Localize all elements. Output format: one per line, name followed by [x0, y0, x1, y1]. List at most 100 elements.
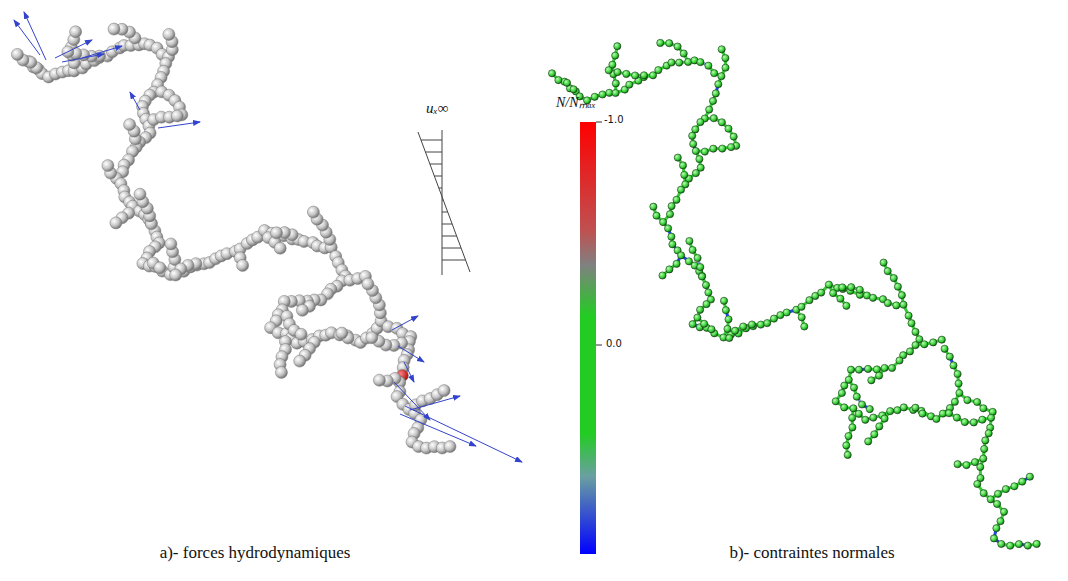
sphere: [985, 430, 992, 437]
sphere: [974, 398, 981, 405]
sphere: [970, 419, 977, 426]
sphere: [894, 283, 901, 290]
sphere: [677, 186, 684, 193]
sphere: [674, 43, 681, 50]
sphere: [980, 490, 987, 497]
sphere: [974, 480, 981, 487]
sphere: [336, 327, 348, 339]
sphere: [724, 325, 731, 332]
sphere: [849, 414, 856, 421]
sphere: [933, 415, 940, 422]
sphere: [680, 50, 687, 57]
sphere: [711, 70, 718, 77]
force-arrow: [398, 346, 424, 362]
sphere: [726, 334, 733, 341]
sphere: [1024, 542, 1031, 549]
sphere: [988, 414, 995, 421]
axis-label: uₓ∞: [426, 100, 448, 117]
force-arrow: [55, 40, 92, 58]
sphere: [669, 241, 676, 248]
sphere: [275, 366, 287, 378]
sphere: [686, 237, 693, 244]
sphere: [690, 140, 697, 147]
sphere: [171, 110, 183, 122]
sphere: [884, 300, 891, 307]
sphere: [653, 212, 660, 219]
sphere: [134, 188, 146, 200]
sphere: [953, 414, 960, 421]
sphere: [295, 328, 307, 340]
sphere: [890, 275, 897, 282]
sphere: [896, 357, 903, 364]
sphere: [650, 203, 657, 210]
sphere: [719, 145, 726, 152]
sphere: [614, 43, 621, 50]
sphere: [708, 326, 715, 333]
sphere: [666, 266, 673, 273]
profile-hatch: [442, 200, 443, 201]
sphere: [725, 125, 732, 132]
sphere: [884, 268, 891, 275]
sphere: [673, 196, 680, 203]
sphere: [698, 272, 705, 279]
sphere: [676, 59, 683, 66]
sphere: [837, 295, 844, 302]
profile-hatch: [434, 176, 442, 177]
profile-hatch: [425, 152, 442, 153]
shear-profile: [418, 130, 470, 275]
sphere: [838, 389, 845, 396]
sphere: [689, 321, 696, 328]
sphere: [850, 405, 857, 412]
sphere: [954, 461, 961, 468]
sphere: [728, 144, 735, 151]
sphere: [961, 419, 968, 426]
sphere: [701, 320, 708, 327]
sphere: [1019, 478, 1026, 485]
sphere: [70, 26, 82, 38]
sphere: [841, 382, 848, 389]
sphere: [665, 225, 672, 232]
sphere: [668, 59, 675, 66]
sphere: [444, 441, 456, 453]
sphere: [798, 303, 805, 310]
sphere: [871, 431, 878, 438]
profile-hatch: [442, 212, 448, 213]
sphere: [956, 389, 963, 396]
sphere: [274, 242, 286, 254]
sphere: [1033, 540, 1040, 547]
sphere: [980, 405, 987, 412]
sphere: [740, 323, 747, 330]
sphere: [876, 423, 883, 430]
sphere: [694, 254, 701, 261]
sphere: [881, 415, 888, 422]
sphere: [888, 364, 895, 371]
sphere: [987, 496, 994, 503]
sphere: [720, 297, 727, 304]
sphere: [689, 246, 696, 253]
sphere: [366, 332, 378, 344]
sphere: [1026, 473, 1033, 480]
sphere: [692, 147, 699, 154]
profile-hatch: [439, 188, 442, 189]
sphere: [685, 58, 692, 65]
sphere: [718, 119, 725, 126]
sphere: [570, 86, 577, 93]
sphere: [674, 154, 681, 161]
sphere: [855, 410, 862, 417]
sphere: [698, 273, 705, 280]
sphere: [869, 294, 876, 301]
sphere: [1007, 542, 1014, 549]
sphere: [294, 355, 306, 367]
sphere: [705, 289, 712, 296]
force-arrow: [130, 92, 140, 110]
profile-hatches: [421, 140, 466, 260]
sphere: [154, 262, 166, 274]
sphere: [868, 377, 875, 384]
sphere: [893, 302, 900, 309]
sphere: [612, 52, 619, 59]
sphere: [950, 362, 957, 369]
sphere: [102, 160, 114, 172]
sphere: [839, 284, 846, 291]
sphere: [997, 518, 1004, 525]
